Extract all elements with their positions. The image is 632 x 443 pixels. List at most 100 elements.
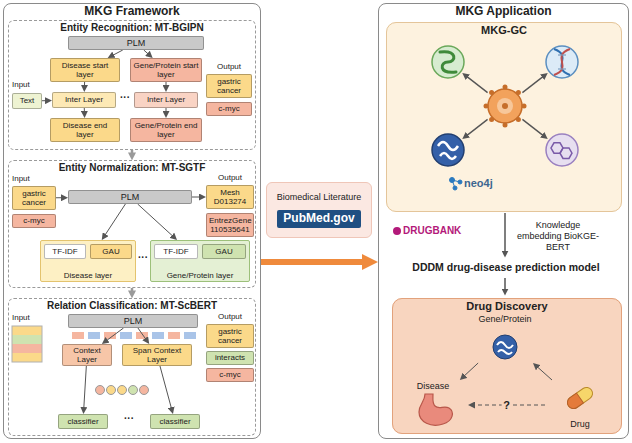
- node-label: classifier: [159, 417, 190, 426]
- layer-box: Context Layer: [62, 344, 112, 366]
- layer-box: Gene/Protein end layer: [130, 118, 202, 142]
- logo-dot: [453, 186, 457, 190]
- input-box: c-myc: [12, 214, 56, 228]
- node-label: GAU: [102, 247, 119, 256]
- annotation-label: Input: [12, 80, 30, 90]
- output-box: EntrezGene 110535641: [206, 213, 254, 237]
- node-label: TF-IDF: [163, 247, 188, 256]
- annotation-label: neo4j: [464, 177, 493, 190]
- protein-ribbon: [497, 342, 513, 354]
- entity-node: Drug: [545, 380, 615, 430]
- classifier-box: classifier: [150, 414, 200, 429]
- connector-arrow: [160, 366, 172, 409]
- node-label: Disease layer: [64, 271, 112, 280]
- protein-icon: [432, 134, 464, 166]
- panel-title: MKG Framework: [84, 5, 179, 19]
- connector-arrow: [113, 50, 123, 55]
- node-label: Gene/Protein layer: [167, 271, 234, 280]
- output-box: gastric cancer: [206, 324, 254, 348]
- plm-bar: PLM: [68, 190, 192, 204]
- connector-arrow: [105, 204, 126, 235]
- node-label: TF-IDF: [52, 247, 77, 256]
- node-label: Context Layer: [65, 346, 109, 364]
- node-label: c-myc: [23, 216, 44, 225]
- node-label: Drug: [570, 419, 590, 429]
- cell-knobs: [484, 85, 527, 128]
- node-label: classifier: [67, 417, 98, 426]
- token: [120, 332, 132, 339]
- connector-arrow: [166, 108, 167, 112]
- icon-circle: [546, 134, 578, 166]
- input-outline: [12, 326, 42, 362]
- panel-title: MKG Application: [455, 5, 551, 19]
- annotation-label: Input: [12, 174, 30, 184]
- mkg-gc-arrows: [467, 76, 544, 135]
- dna-rung: [558, 54, 566, 55]
- layer-group: Disease layer TF-IDF GAU: [40, 240, 136, 282]
- node-label: gastric cancer: [209, 77, 249, 95]
- span-circles: [96, 386, 149, 395]
- layer-box: Disease start layer: [50, 58, 120, 82]
- arrow-line: [467, 119, 488, 135]
- node-label: Disease end layer: [53, 121, 117, 139]
- knob: [516, 90, 521, 95]
- arrow-line: [467, 76, 488, 92]
- span-circle: [140, 386, 149, 395]
- dna-rung: [558, 68, 566, 69]
- span-circle: [118, 386, 127, 395]
- arrow-line: [522, 76, 543, 92]
- edge-label: ?: [501, 399, 512, 411]
- panel-title: Relation Classification: MT-ScBERT: [47, 300, 217, 312]
- token: [168, 332, 180, 339]
- logo-dot: [450, 178, 455, 183]
- output-box: interacts: [206, 351, 254, 365]
- panel-fill: [392, 298, 622, 434]
- icon-circle: [493, 335, 517, 359]
- connector-arrow: [138, 204, 173, 236]
- neo4j-logo: [450, 178, 463, 191]
- module-box: GAU: [90, 244, 132, 259]
- panel-title: MKG-GC: [481, 24, 527, 37]
- connector-arrow: [192, 197, 200, 198]
- input-box: Text: [12, 93, 42, 109]
- icon-circle: [432, 46, 464, 78]
- output-box: c-myc: [206, 102, 252, 116]
- node-label: Gene/Protein start layer: [133, 61, 199, 79]
- connector-arrow: [261, 259, 365, 265]
- stomach-icon: [419, 394, 452, 425]
- graph-panel: MKG-GC: [386, 22, 622, 212]
- gene-protein-icon: [493, 335, 517, 359]
- knob: [489, 117, 494, 122]
- layer-group: Gene/Protein layer TF-IDF GAU: [150, 240, 250, 282]
- node-label: PLM: [127, 38, 146, 48]
- panel-title: Entity Recognition: MT-BGIPN: [60, 22, 203, 34]
- logo-dot: [458, 180, 462, 184]
- connector-arrow: [84, 108, 85, 112]
- output-box: Mesh D013274: [206, 185, 254, 209]
- node-label: Disease: [417, 381, 450, 391]
- microbe-shape: [440, 52, 456, 72]
- panel-title: Entity Normalization: MT-SGTF: [59, 162, 206, 174]
- microbe-icon: [432, 46, 464, 78]
- dna-strand: [554, 49, 570, 75]
- protein-ribbon: [438, 142, 458, 159]
- knob: [503, 123, 508, 128]
- dna-icon: [546, 46, 578, 78]
- layer-box: Gene/Protein start layer: [130, 58, 202, 82]
- input-band: [12, 335, 42, 344]
- layer-box: Inter Layer: [52, 92, 116, 108]
- input-band: [12, 344, 42, 353]
- connector-arrow: [464, 363, 478, 376]
- molecule-icon: [546, 134, 578, 166]
- knob: [484, 104, 489, 109]
- node-label: GAU: [215, 247, 232, 256]
- node-label: PLM: [121, 192, 140, 202]
- annotation-label: Output: [206, 312, 254, 322]
- annotation-label: DRUGBANK: [403, 225, 461, 237]
- node-label: Inter Layer: [147, 95, 185, 104]
- node-label: interacts: [215, 353, 245, 362]
- connector-arrow: [144, 50, 149, 54]
- token: [88, 332, 100, 339]
- plm-bar: PLM: [68, 36, 204, 50]
